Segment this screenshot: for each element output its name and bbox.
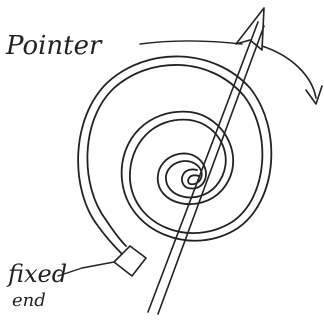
fixed-end-label-line2: end <box>12 290 46 311</box>
pointer-leader-line <box>140 41 242 44</box>
pointer-label: Pointer <box>5 31 103 61</box>
rotation-arrow <box>262 46 316 98</box>
fixed-end-label-line1: fixed <box>6 260 67 288</box>
